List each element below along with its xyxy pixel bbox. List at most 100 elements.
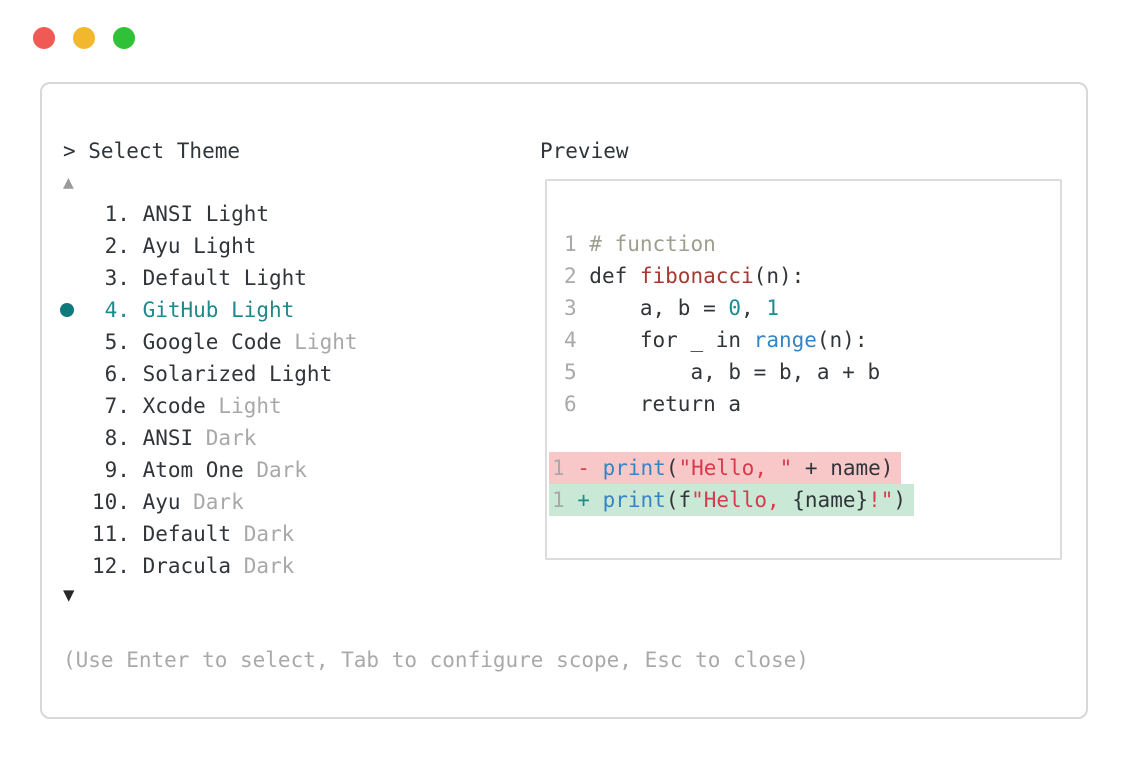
theme-list-item-default[interactable]: 11. Default Dark <box>59 518 358 550</box>
theme-list: 1. ANSI Light 2. Ayu Light 3. Default Light 4.… <box>59 198 358 582</box>
code-token: a, b = <box>589 296 729 320</box>
theme-item-variant: Light <box>294 330 358 354</box>
selected-bullet-icon <box>60 303 74 317</box>
theme-item-number: 9. <box>104 458 130 482</box>
code-token: ) <box>893 488 907 512</box>
theme-picker-panel: > Select Theme ▲ 1. ANSI Light 2. Ayu Light… <box>40 82 1088 719</box>
code-token: "Hello, " <box>678 456 793 480</box>
code-line: 6 return a <box>564 388 1060 420</box>
code-token: print <box>602 488 666 512</box>
theme-list-item-default-light[interactable]: 3. Default Light <box>59 262 358 294</box>
help-hint: (Use Enter to select, Tab to configure s… <box>63 648 809 672</box>
code-token: return a <box>589 392 742 416</box>
code-token: 1 <box>552 456 578 480</box>
close-button[interactable] <box>33 27 55 49</box>
code-token: fibonacci <box>639 264 754 288</box>
theme-list-item-github-light[interactable]: 4. GitHub Light <box>59 294 358 326</box>
diff-added-line: 1 + print(f"Hello, {name}!") <box>549 484 1060 516</box>
diff-highlight: 1 + print(f"Hello, {name}!") <box>549 484 915 516</box>
theme-item-name: GitHub Light <box>142 298 295 322</box>
theme-item-name: Google Code <box>142 330 295 354</box>
picker-title: > Select Theme <box>63 139 241 163</box>
theme-list-item-atom-one[interactable]: 9. Atom One Dark <box>59 454 358 486</box>
code-token: (n): <box>816 328 868 352</box>
code-line: 5 a, b = b, a + b <box>564 356 1060 388</box>
theme-item-name: Default Light <box>142 266 307 290</box>
code-token: + <box>577 488 603 512</box>
code-token: 5 <box>564 360 590 384</box>
theme-item-name: Default <box>142 522 244 546</box>
theme-item-variant: Dark <box>256 458 307 482</box>
code-token: - <box>577 456 603 480</box>
theme-item-variant: Dark <box>193 490 244 514</box>
theme-item-number: 1. <box>104 202 130 226</box>
theme-item-variant: Dark <box>205 426 257 450</box>
theme-list-item-ayu[interactable]: 10. Ayu Dark <box>59 486 358 518</box>
diff-removed-line: 1 - print("Hello, " + name) <box>549 452 1060 484</box>
theme-item-name: Dracula <box>142 554 244 578</box>
theme-item-variant: Dark <box>243 522 295 546</box>
code-line: 3 a, b = 0, 1 <box>564 292 1060 324</box>
code-token: # function <box>589 232 716 256</box>
code-token: 1 <box>552 488 578 512</box>
code-token: 1 <box>766 296 779 320</box>
scroll-down-icon[interactable]: ▼ <box>63 584 75 606</box>
code-token: "Hello, <box>691 488 793 512</box>
code-token: 1 <box>564 232 590 256</box>
code-token: 4 <box>564 328 590 352</box>
theme-item-number: 11. <box>92 522 130 546</box>
theme-item-number: 6. <box>104 362 130 386</box>
code-token: 0 <box>728 296 742 320</box>
code-token: ( <box>665 456 679 480</box>
theme-list-item-solarized-light[interactable]: 6. Solarized Light <box>59 358 358 390</box>
theme-item-variant: Light <box>218 394 282 418</box>
scroll-up-icon[interactable]: ▲ <box>63 172 74 193</box>
theme-item-name: Atom One <box>142 458 257 482</box>
code-token: 3 <box>564 296 590 320</box>
diff-highlight: 1 - print("Hello, " + name) <box>549 452 902 484</box>
code-token: for _ in <box>589 328 754 352</box>
code-line: 1 # function <box>564 228 1060 260</box>
theme-item-name: Ayu <box>142 490 194 514</box>
code-token: {name} <box>792 488 869 512</box>
code-line: 4 for _ in range(n): <box>564 324 1060 356</box>
theme-item-number: 12. <box>92 554 130 578</box>
theme-item-number: 7. <box>104 394 130 418</box>
code-token: (f <box>665 488 692 512</box>
theme-item-number: 4. <box>104 298 130 322</box>
theme-list-item-ayu-light[interactable]: 2. Ayu Light <box>59 230 358 262</box>
theme-item-variant: Dark <box>243 554 295 578</box>
theme-item-number: 5. <box>104 330 130 354</box>
theme-item-name: Ayu Light <box>142 234 257 258</box>
theme-item-name: ANSI <box>142 426 206 450</box>
theme-list-item-ansi[interactable]: 8. ANSI Dark <box>59 422 358 454</box>
code-line: 2 def fibonacci(n): <box>564 260 1060 292</box>
theme-list-item-google-code[interactable]: 5. Google Code Light <box>59 326 358 358</box>
code-token: + name) <box>792 456 894 480</box>
zoom-button[interactable] <box>113 27 135 49</box>
code-token: (n): <box>753 264 805 288</box>
theme-item-name: Xcode <box>142 394 219 418</box>
theme-item-number: 8. <box>104 426 130 450</box>
theme-list-item-ansi-light[interactable]: 1. ANSI Light <box>59 198 358 230</box>
theme-item-name: ANSI Light <box>142 202 269 226</box>
code-token: range <box>753 328 817 352</box>
theme-item-name: Solarized Light <box>142 362 333 386</box>
code-token: a, b = b, a + b <box>589 360 881 384</box>
code-token: print <box>602 456 666 480</box>
code-token: 2 <box>564 264 590 288</box>
theme-list-item-xcode[interactable]: 7. Xcode Light <box>59 390 358 422</box>
theme-item-number: 2. <box>104 234 130 258</box>
theme-list-item-dracula[interactable]: 12. Dracula Dark <box>59 550 358 582</box>
minimize-button[interactable] <box>73 27 95 49</box>
preview-label: Preview <box>540 139 629 163</box>
code-token: def <box>589 264 640 288</box>
theme-item-number: 10. <box>92 490 130 514</box>
theme-item-number: 3. <box>104 266 130 290</box>
window-controls <box>33 27 135 49</box>
code-token: 6 <box>564 392 590 416</box>
code-line <box>564 420 1060 452</box>
